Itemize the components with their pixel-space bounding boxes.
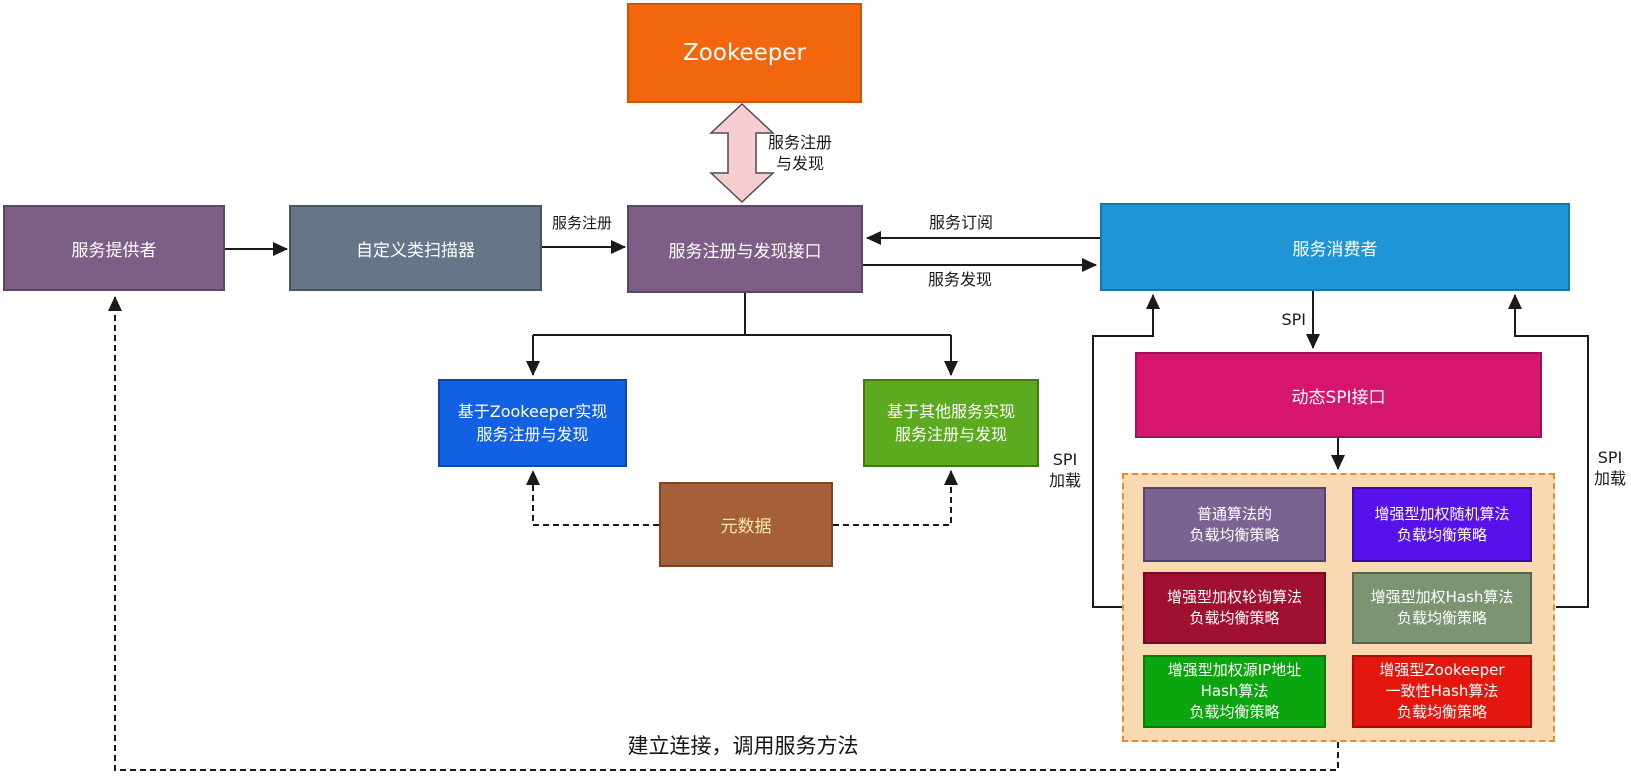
label-line: 服务注册	[767, 133, 832, 152]
node-impl-other-line1: 基于其他服务实现	[886, 402, 1015, 421]
strategy-line: 负载均衡策略	[1396, 609, 1487, 627]
strategy-normal-algorithm: 普通算法的 负载均衡策略	[1143, 487, 1326, 562]
label-spi: SPI	[1281, 310, 1306, 329]
label-service-register: 服务注册	[551, 214, 612, 232]
node-impl-zookeeper-line2: 服务注册与发现	[476, 425, 589, 444]
node-impl-other-line2: 服务注册与发现	[894, 425, 1007, 444]
node-impl-zookeeper: 基于Zookeeper实现 服务注册与发现	[438, 379, 627, 467]
label-spi-load-left: SPI 加载	[1040, 449, 1090, 491]
label-spi-load-right: SPI 加载	[1590, 447, 1630, 489]
strategy-zookeeper-consistent-hash: 增强型Zookeeper 一致性Hash算法 负载均衡策略	[1352, 655, 1532, 728]
edge-metadata-implother	[833, 470, 958, 526]
label-line: SPI	[1597, 448, 1623, 467]
node-registry-interface-label: 服务注册与发现接口	[668, 241, 822, 262]
edge-metadata-implzk	[526, 470, 659, 526]
strategy-line: 增强型加权轮询算法	[1166, 588, 1302, 606]
label-line: SPI	[1052, 450, 1078, 469]
strategy-weighted-round-robin: 增强型加权轮询算法 负载均衡策略	[1143, 572, 1326, 644]
strategy-line: 增强型加权随机算法	[1374, 504, 1510, 523]
strategy-line: 一致性Hash算法	[1385, 682, 1499, 700]
strategy-line: 增强型加权源IP地址	[1167, 661, 1302, 679]
node-class-scanner: 自定义类扫描器	[289, 205, 542, 291]
node-scanner-label: 自定义类扫描器	[356, 240, 475, 261]
node-impl-zookeeper-line1: 基于Zookeeper实现	[457, 402, 608, 421]
strategy-line: 增强型加权Hash算法	[1370, 588, 1514, 606]
node-service-consumer: 服务消费者	[1100, 203, 1570, 291]
strategy-line: 负载均衡策略	[1396, 525, 1487, 544]
node-zookeeper-label: Zookeeper	[683, 40, 806, 66]
strategy-weighted-random: 增强型加权随机算法 负载均衡策略	[1352, 487, 1532, 562]
strategy-line: Hash算法	[1200, 682, 1269, 700]
strategy-line: 负载均衡策略	[1189, 525, 1280, 544]
strategy-line: 普通算法的	[1196, 504, 1272, 523]
strategy-line: 增强型Zookeeper	[1379, 661, 1505, 679]
strategy-line: 负载均衡策略	[1189, 609, 1280, 627]
label-line: 加载	[1048, 471, 1081, 490]
node-consumer-label: 服务消费者	[1292, 239, 1378, 260]
node-dynamic-spi-interface: 动态SPI接口	[1135, 352, 1542, 438]
node-impl-other: 基于其他服务实现 服务注册与发现	[863, 379, 1039, 467]
node-provider-label: 服务提供者	[71, 240, 157, 261]
node-metadata-label: 元数据	[720, 517, 772, 537]
node-registry-interface: 服务注册与发现接口	[627, 205, 863, 293]
edge-interface-split	[533, 293, 951, 336]
node-metadata: 元数据	[659, 482, 833, 567]
strategy-weighted-hash: 增强型加权Hash算法 负载均衡策略	[1352, 572, 1532, 644]
label-service-discover: 服务发现	[927, 270, 992, 289]
label-line: 与发现	[775, 154, 824, 173]
strategy-line: 负载均衡策略	[1189, 703, 1280, 721]
label-line: 加载	[1593, 469, 1626, 488]
node-zookeeper: Zookeeper	[627, 3, 862, 103]
strategy-source-ip-hash: 增强型加权源IP地址 Hash算法 负载均衡策略	[1143, 655, 1326, 728]
node-dynamic-spi-label: 动态SPI接口	[1291, 387, 1386, 408]
node-service-provider: 服务提供者	[3, 205, 225, 291]
label-register-and-discover: 服务注册 与发现	[755, 132, 845, 174]
label-service-subscribe: 服务订阅	[928, 213, 993, 232]
strategy-line: 负载均衡策略	[1396, 703, 1487, 721]
label-connect-invoke: 建立连接，调用服务方法	[627, 734, 859, 758]
